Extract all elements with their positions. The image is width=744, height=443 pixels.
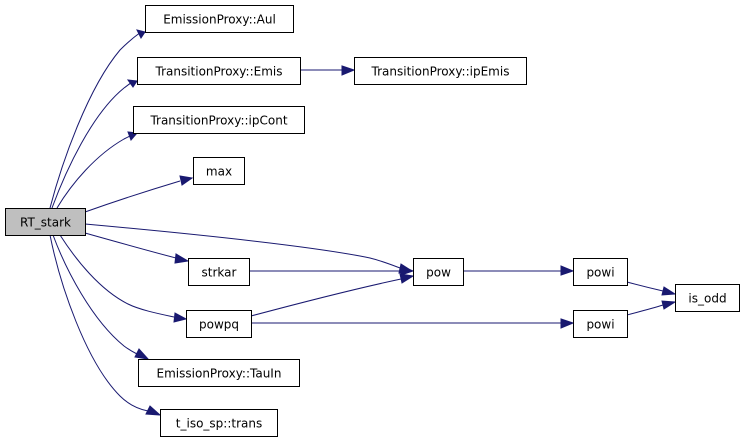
edge-arrowhead bbox=[173, 312, 188, 323]
node-label: TransitionProxy::ipCont bbox=[149, 114, 287, 128]
node-label: EmissionProxy::TauIn bbox=[157, 367, 282, 381]
node-label: powpq bbox=[199, 318, 239, 332]
node-label: EmissionProxy::Aul bbox=[163, 13, 276, 27]
edge-arrowhead bbox=[661, 286, 677, 296]
node-box bbox=[573, 310, 628, 338]
node-box bbox=[5, 208, 86, 236]
edge-line bbox=[626, 304, 664, 316]
edge-line bbox=[49, 234, 149, 412]
edge-rt-stark-to-max bbox=[84, 175, 194, 213]
node-transition-ipcont[interactable]: TransitionProxy::ipCont bbox=[133, 106, 305, 134]
node-label: strkar bbox=[202, 266, 237, 280]
edge-powpq-to-pow bbox=[250, 273, 415, 317]
node-emission-tauin[interactable]: EmissionProxy::TauIn bbox=[138, 359, 300, 387]
edge-arrowhead bbox=[134, 348, 150, 360]
edge-powpq-to-powi-2 bbox=[251, 318, 575, 329]
node-label: max bbox=[206, 165, 232, 179]
edge-arrowhead bbox=[145, 405, 162, 416]
node-box bbox=[145, 5, 294, 33]
edge-arrowhead bbox=[400, 265, 415, 276]
edge-rt-stark-to-strkar bbox=[84, 232, 190, 264]
edge-line bbox=[84, 180, 181, 213]
node-powi-2[interactable]: powi bbox=[573, 310, 628, 338]
node-box bbox=[193, 157, 245, 185]
edge-line bbox=[84, 232, 177, 259]
node-box bbox=[413, 258, 464, 286]
node-label: is_odd bbox=[688, 292, 726, 306]
edge-line bbox=[84, 223, 401, 269]
edge-arrowhead bbox=[560, 265, 575, 276]
node-label: TransitionProxy::Emis bbox=[155, 65, 283, 79]
node-label: t_iso_sp::trans bbox=[176, 417, 262, 431]
edge-rt-stark-to-emission-aul bbox=[49, 29, 146, 209]
edge-arrowhead bbox=[341, 65, 356, 76]
edge-line bbox=[59, 234, 175, 318]
edge-strkar-to-pow bbox=[249, 265, 415, 276]
call-edges bbox=[49, 29, 677, 416]
edge-line bbox=[626, 281, 664, 292]
edge-arrowhead bbox=[560, 318, 575, 329]
function-nodes: RT_stark EmissionProxy::AulTransitionProx… bbox=[5, 5, 740, 437]
node-label: TransitionProxy::ipEmis bbox=[371, 65, 510, 79]
edge-line bbox=[52, 234, 138, 355]
node-rt-stark[interactable]: RT_stark bbox=[5, 208, 86, 236]
node-emission-aul[interactable]: EmissionProxy::Aul bbox=[145, 5, 294, 33]
node-max[interactable]: max bbox=[193, 157, 245, 185]
node-powi-1[interactable]: powi bbox=[573, 258, 628, 286]
edge-powi-1-to-is-odd bbox=[626, 281, 677, 296]
edge-rt-stark-to-powpq bbox=[59, 234, 188, 323]
edge-rt-stark-to-emission-tauin bbox=[52, 234, 150, 360]
node-label: powi bbox=[586, 266, 614, 280]
edge-arrowhead bbox=[179, 175, 194, 186]
node-is-odd[interactable]: is_odd bbox=[675, 284, 740, 312]
edge-line bbox=[250, 278, 402, 317]
node-box bbox=[573, 258, 628, 286]
edge-line bbox=[49, 31, 142, 209]
edge-rt-stark-to-transition-emis bbox=[51, 79, 138, 209]
node-box bbox=[354, 57, 527, 85]
node-box bbox=[188, 258, 250, 286]
node-box bbox=[160, 409, 278, 437]
edge-rt-stark-to-transition-ipcont bbox=[56, 131, 138, 209]
edge-powi-2-to-is-odd bbox=[626, 300, 677, 316]
edge-transition-emis-to-transition-ipemis bbox=[300, 65, 356, 76]
edge-arrowhead bbox=[174, 253, 190, 264]
node-box bbox=[675, 284, 740, 312]
node-label: pow bbox=[426, 266, 451, 280]
node-box bbox=[137, 57, 301, 85]
node-strkar[interactable]: strkar bbox=[188, 258, 250, 286]
edge-arrowhead bbox=[126, 79, 138, 88]
edge-line bbox=[56, 135, 131, 209]
node-transition-emis[interactable]: TransitionProxy::Emis bbox=[137, 57, 301, 85]
edge-rt-stark-to-t-iso-sp-trans bbox=[49, 234, 162, 416]
node-transition-ipemis[interactable]: TransitionProxy::ipEmis bbox=[354, 57, 527, 85]
edge-arrowhead bbox=[399, 273, 415, 284]
node-label: RT_stark bbox=[20, 216, 71, 230]
node-powpq[interactable]: powpq bbox=[186, 310, 252, 338]
edge-pow-to-powi-1 bbox=[463, 265, 575, 276]
node-box bbox=[133, 106, 305, 134]
edge-arrowhead bbox=[136, 29, 146, 39]
edge-arrowhead bbox=[661, 300, 677, 310]
node-label: powi bbox=[586, 318, 614, 332]
node-t-iso-sp-trans[interactable]: t_iso_sp::trans bbox=[160, 409, 278, 437]
node-pow[interactable]: pow bbox=[413, 258, 464, 286]
node-box bbox=[138, 359, 300, 387]
edge-line bbox=[51, 82, 132, 209]
node-box bbox=[186, 310, 252, 338]
